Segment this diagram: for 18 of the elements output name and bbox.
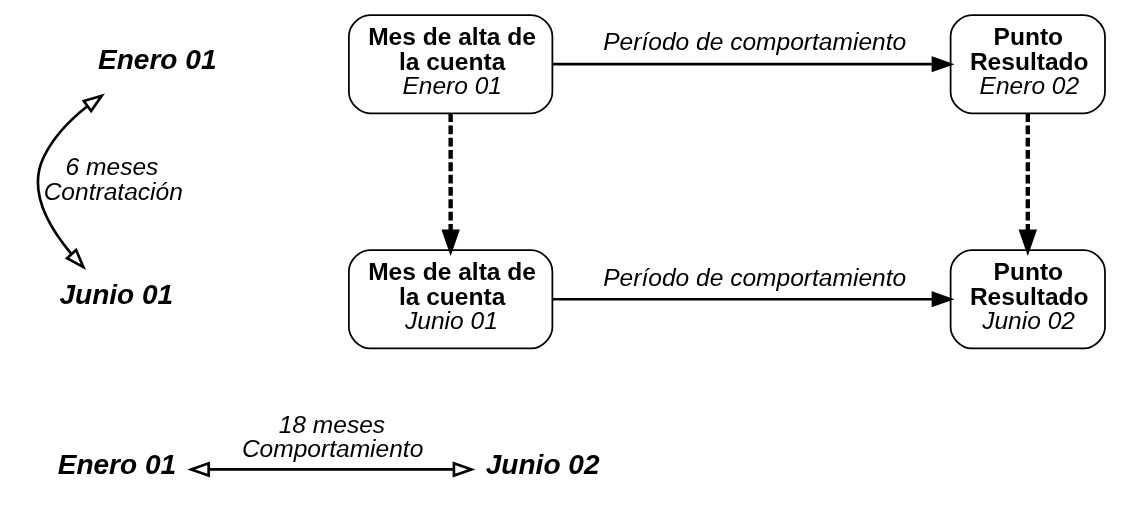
- edge-label: Período de comportamiento: [602, 263, 906, 291]
- edge-label: 18 meses Comportamiento: [241, 410, 423, 463]
- node-box: Mes de alta de la cuenta Junio 01: [347, 249, 553, 350]
- arrow: [440, 113, 460, 256]
- edge-label: Período de comportamiento: [602, 28, 906, 56]
- arrow: [36, 93, 105, 271]
- arrow: [1018, 113, 1037, 256]
- node-box: Mes de alta de la cuenta Enero 01: [347, 14, 553, 115]
- node-text: Enero 01: [57, 449, 176, 481]
- arrow: [186, 461, 475, 478]
- node-text: Junio 02: [485, 449, 600, 481]
- arrow: [552, 291, 954, 308]
- node-box: Punto Resultado Junio 02: [949, 249, 1106, 350]
- arrow: [552, 56, 954, 73]
- node-text: Enero 01: [97, 44, 217, 76]
- edge-label: 6 meses Contratación: [43, 153, 183, 205]
- node-box: Punto Resultado Enero 02: [949, 14, 1106, 115]
- node-text: Junio 01: [58, 279, 173, 311]
